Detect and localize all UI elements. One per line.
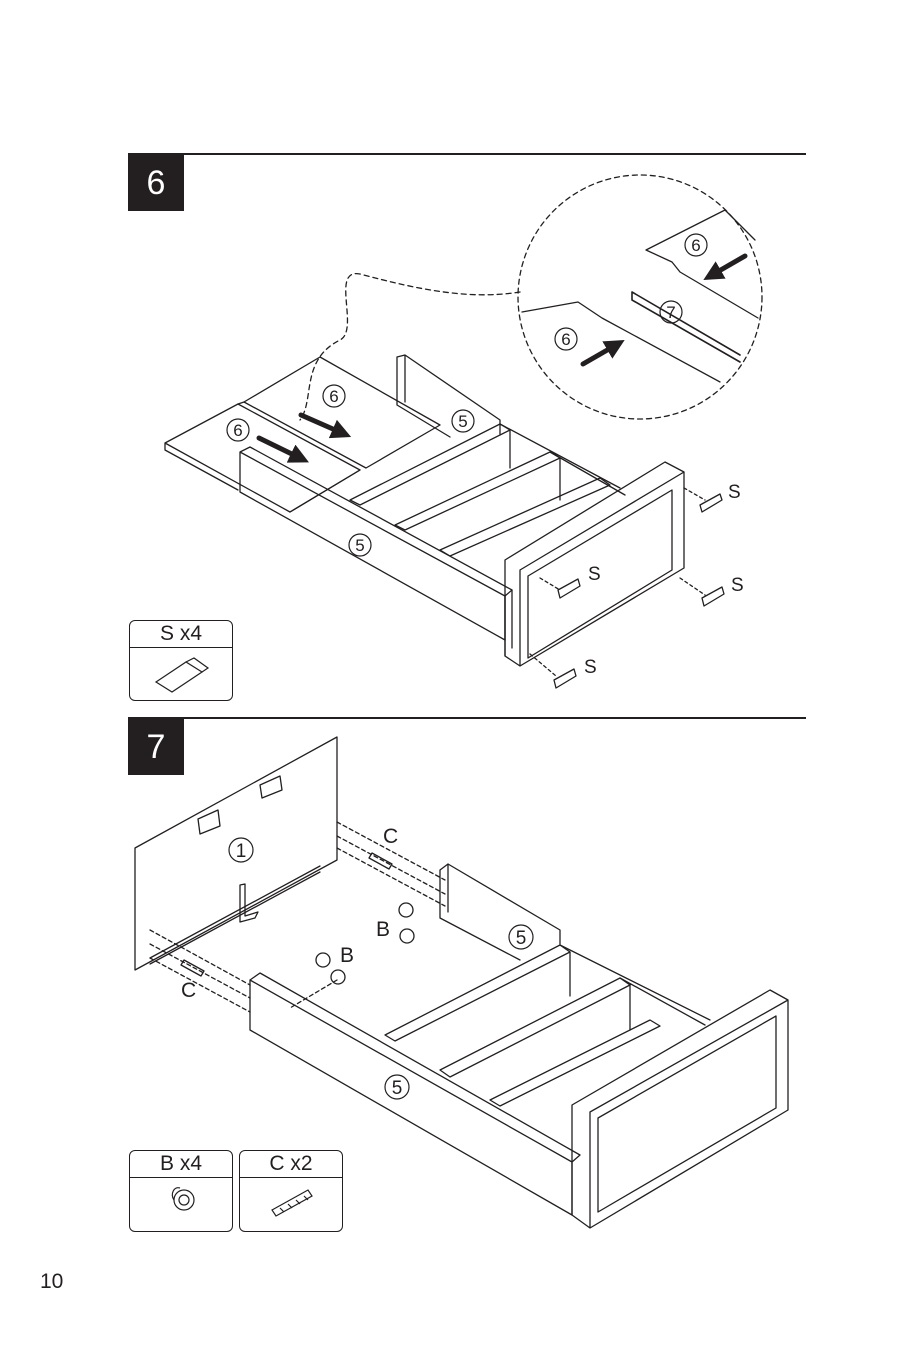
callout-board-right: 6 xyxy=(329,387,338,406)
callout-side-back: 5 xyxy=(458,412,467,431)
parts-label-cam: B x4 xyxy=(130,1151,232,1178)
end-frame-7 xyxy=(572,990,788,1228)
sticker-label-4: S xyxy=(584,657,597,678)
sticker-2 xyxy=(558,579,580,598)
cam-lock-icon xyxy=(130,1178,232,1230)
handle-bottom xyxy=(198,810,220,834)
hardware-label-cam-top: B xyxy=(376,918,390,941)
parts-box-cam: B x4 xyxy=(129,1150,233,1232)
zoom-arrow-top xyxy=(712,256,745,275)
sticker-icon xyxy=(130,648,232,700)
callout-board-left: 6 xyxy=(233,421,242,440)
cam-fitting-1 xyxy=(399,903,413,917)
hardware-label-cam-bottom: B xyxy=(340,944,354,967)
parts-label-dowel: C x2 xyxy=(240,1151,342,1178)
callout-zoom-bottom: 6 xyxy=(561,330,570,349)
dowel-1 xyxy=(369,853,392,869)
hardware-label-dowel-bottom: C xyxy=(181,979,196,1002)
hardware-label-dowel-top: C xyxy=(383,825,398,848)
callout-side-front-7: 5 xyxy=(392,1078,403,1099)
cam-fitting-3 xyxy=(316,953,330,967)
callout-zoom-top: 6 xyxy=(691,236,700,255)
handle-top xyxy=(260,776,282,798)
parts-box-stickers: S x4 xyxy=(129,620,233,701)
side-panel-back xyxy=(397,355,500,437)
sticker-4 xyxy=(554,669,576,688)
sticker-label-3: S xyxy=(731,575,744,596)
callout-zoom-rail: 7 xyxy=(666,303,675,322)
sticker-1 xyxy=(700,494,722,512)
callout-panel-1: 1 xyxy=(236,841,247,862)
sticker-3 xyxy=(702,587,724,606)
dowel-icon xyxy=(240,1178,342,1230)
zoom-arrow-bottom xyxy=(583,345,616,364)
sticker-label-2: S xyxy=(588,564,601,585)
board-arrow-right xyxy=(301,415,342,433)
parts-box-dowel: C x2 xyxy=(239,1150,343,1232)
side-panel-back-7 xyxy=(440,864,560,960)
cam-fitting-2 xyxy=(400,929,414,943)
page-number: 10 xyxy=(40,1270,63,1294)
callout-side-front: 5 xyxy=(355,536,364,555)
sticker-label-1: S xyxy=(728,482,741,503)
parts-label-stickers: S x4 xyxy=(130,621,232,648)
bottom-board-left xyxy=(165,404,360,512)
side-panel-front xyxy=(240,447,512,640)
callout-side-back-7: 5 xyxy=(516,928,527,949)
